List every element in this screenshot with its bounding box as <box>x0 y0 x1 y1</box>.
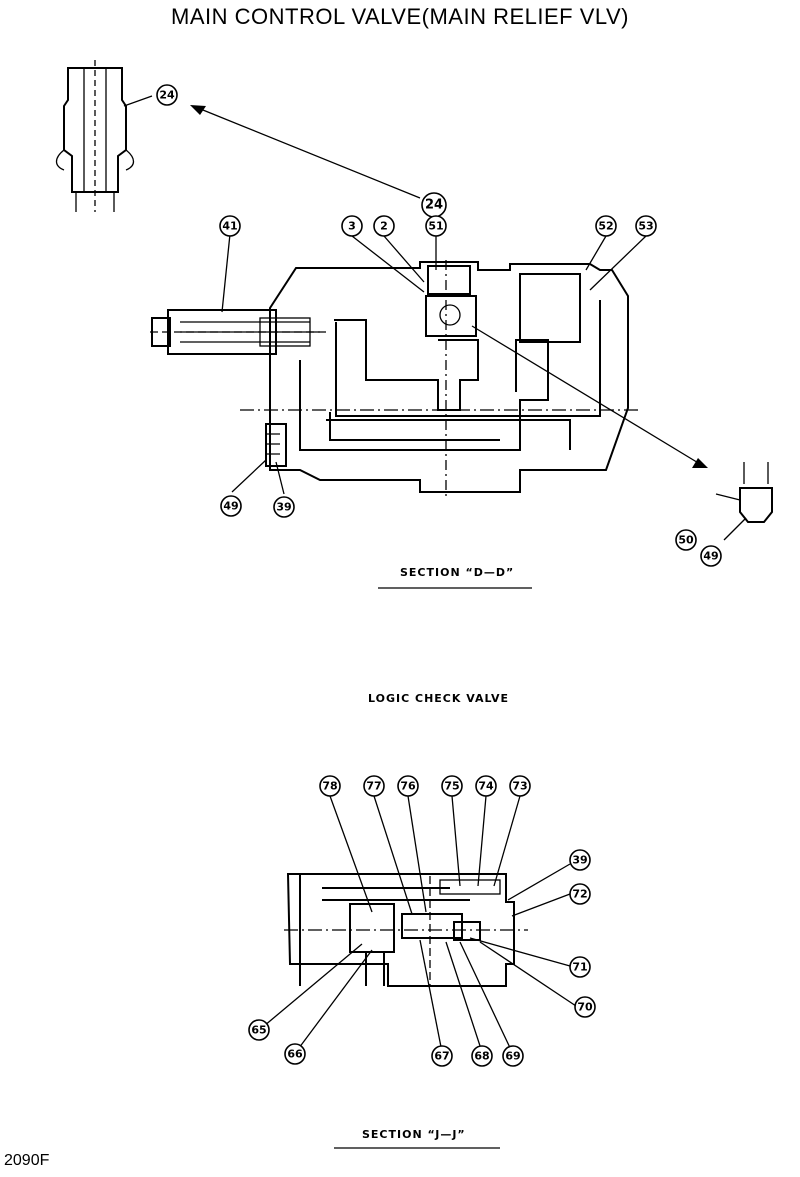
section-dd-label: SECTION “D—D” <box>400 566 515 579</box>
svg-text:52: 52 <box>598 220 613 233</box>
svg-text:73: 73 <box>512 780 527 793</box>
leaders-bottom <box>263 795 577 1053</box>
svg-text:66: 66 <box>287 1048 303 1061</box>
callout-49-left: 49 <box>220 495 242 517</box>
svg-text:72: 72 <box>572 888 587 901</box>
svg-text:49: 49 <box>223 500 238 513</box>
callout-49-right: 49 <box>700 545 722 567</box>
callout-39-bottom: 39 <box>569 849 591 871</box>
callout-70: 70 <box>574 996 596 1018</box>
callout-68: 68 <box>471 1045 493 1067</box>
callout-2: 2 <box>373 215 395 237</box>
logic-check-valve-label: LOGIC CHECK VALVE <box>368 692 510 705</box>
callout-50: 50 <box>675 529 697 551</box>
callout-66: 66 <box>284 1043 306 1065</box>
callout-52: 52 <box>595 215 617 237</box>
callout-53: 53 <box>635 215 657 237</box>
svg-text:77: 77 <box>366 780 381 793</box>
callout-73: 73 <box>509 775 531 797</box>
callout-3: 3 <box>341 215 363 237</box>
svg-text:24: 24 <box>159 89 175 102</box>
svg-text:24: 24 <box>425 198 443 213</box>
callout-24-main: 24 <box>421 192 447 218</box>
svg-text:68: 68 <box>474 1050 489 1063</box>
page-code: 2090F <box>4 1152 50 1169</box>
svg-text:3: 3 <box>348 220 356 233</box>
svg-text:75: 75 <box>444 780 459 793</box>
callout-71: 71 <box>569 956 591 978</box>
callout-67: 67 <box>431 1045 453 1067</box>
callout-77: 77 <box>363 775 385 797</box>
callout-72: 72 <box>569 883 591 905</box>
detail-view-24 <box>55 60 153 212</box>
section-jj-label: SECTION “J—J” <box>362 1128 466 1141</box>
svg-text:51: 51 <box>428 220 443 233</box>
page-title: MAIN CONTROL VALVE(MAIN RELIEF VLV) <box>171 4 629 29</box>
callout-74: 74 <box>475 775 497 797</box>
leader-arrow-24 <box>197 107 421 199</box>
svg-text:70: 70 <box>577 1001 593 1014</box>
callout-24-detail: 24 <box>156 84 178 106</box>
svg-text:39: 39 <box>276 501 291 514</box>
callout-76: 76 <box>397 775 419 797</box>
svg-text:53: 53 <box>638 220 653 233</box>
svg-text:76: 76 <box>400 780 416 793</box>
svg-text:2: 2 <box>380 220 388 233</box>
svg-text:39: 39 <box>572 854 587 867</box>
valve-body-dd <box>150 260 640 500</box>
valve-body-jj <box>284 873 528 987</box>
leaders-top <box>221 233 647 495</box>
callout-69: 69 <box>502 1045 524 1067</box>
callout-41: 41 <box>219 215 241 237</box>
svg-text:74: 74 <box>478 780 494 793</box>
svg-text:69: 69 <box>505 1050 520 1063</box>
callout-65: 65 <box>248 1019 270 1041</box>
svg-text:71: 71 <box>572 961 587 974</box>
svg-text:49: 49 <box>703 550 718 563</box>
svg-text:50: 50 <box>678 534 694 547</box>
leader-arrow-49 <box>471 325 701 465</box>
detail-view-49 <box>715 462 773 541</box>
callout-75: 75 <box>441 775 463 797</box>
svg-text:41: 41 <box>222 220 237 233</box>
svg-text:65: 65 <box>251 1024 266 1037</box>
callout-39-left: 39 <box>273 496 295 518</box>
svg-text:78: 78 <box>322 780 337 793</box>
callout-78: 78 <box>319 775 341 797</box>
svg-text:67: 67 <box>434 1050 449 1063</box>
callout-51: 51 <box>425 215 447 237</box>
